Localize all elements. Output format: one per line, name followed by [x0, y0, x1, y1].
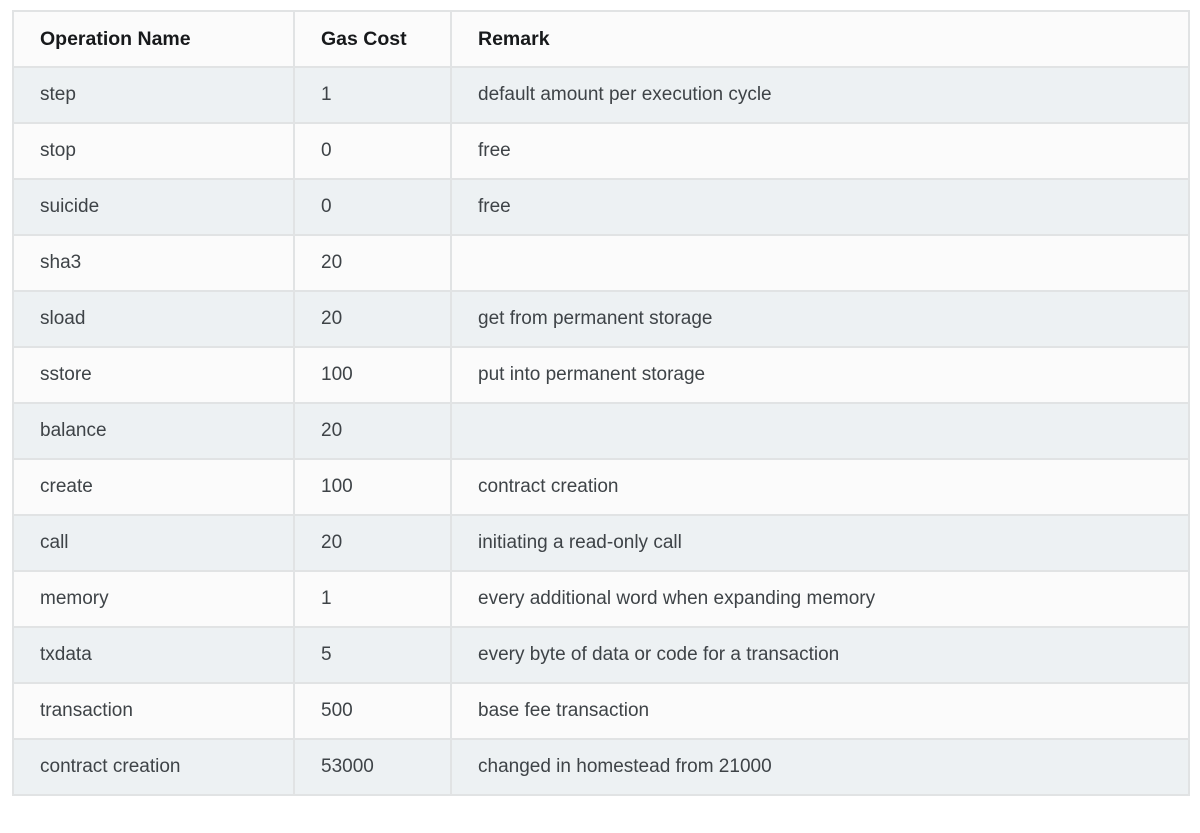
gas-cost-cell: 53000	[293, 738, 452, 796]
gas-cost-cell: 20	[293, 290, 452, 348]
remark-cell: put into permanent storage	[450, 346, 1190, 404]
gas-cost-cell: 20	[293, 234, 452, 292]
remark-cell	[450, 402, 1190, 460]
remark-cell: free	[450, 178, 1190, 236]
header-row: Operation Name Gas Cost Remark	[12, 10, 1190, 68]
remark-cell	[450, 234, 1190, 292]
gas-cost-cell: 20	[293, 402, 452, 460]
operation-name-cell: create	[12, 458, 295, 516]
remark-cell: every byte of data or code for a transac…	[450, 626, 1190, 684]
remark-cell: initiating a read-only call	[450, 514, 1190, 572]
gas-cost-cell: 1	[293, 66, 452, 124]
gas-cost-cell: 0	[293, 178, 452, 236]
gas-cost-cell: 100	[293, 458, 452, 516]
operation-name-cell: stop	[12, 122, 295, 180]
operation-name-cell: call	[12, 514, 295, 572]
remark-cell: contract creation	[450, 458, 1190, 516]
operation-name-cell: transaction	[12, 682, 295, 740]
operation-name-cell: sload	[12, 290, 295, 348]
column-header-gas-cost: Gas Cost	[293, 10, 452, 68]
operation-name-cell: balance	[12, 402, 295, 460]
remark-cell: default amount per execution cycle	[450, 66, 1190, 124]
gas-cost-cell: 500	[293, 682, 452, 740]
operation-name-cell: contract creation	[12, 738, 295, 796]
gas-cost-cell: 5	[293, 626, 452, 684]
remark-cell: base fee transaction	[450, 682, 1190, 740]
remark-cell: free	[450, 122, 1190, 180]
gas-cost-cell: 20	[293, 514, 452, 572]
operation-name-cell: suicide	[12, 178, 295, 236]
remark-cell: changed in homestead from 21000	[450, 738, 1190, 796]
column-header-remark: Remark	[450, 10, 1190, 68]
operation-name-cell: txdata	[12, 626, 295, 684]
column-header-operation-name: Operation Name	[12, 10, 295, 68]
table-header: Operation Name Gas Cost Remark	[12, 10, 1190, 68]
remark-cell: every additional word when expanding mem…	[450, 570, 1190, 628]
gas-cost-cell: 1	[293, 570, 452, 628]
gas-cost-cell: 100	[293, 346, 452, 404]
gas-cost-cell: 0	[293, 122, 452, 180]
operation-name-cell: step	[12, 66, 295, 124]
remark-cell: get from permanent storage	[450, 290, 1190, 348]
operation-name-cell: sha3	[12, 234, 295, 292]
operation-name-cell: sstore	[12, 346, 295, 404]
operation-name-cell: memory	[12, 570, 295, 628]
